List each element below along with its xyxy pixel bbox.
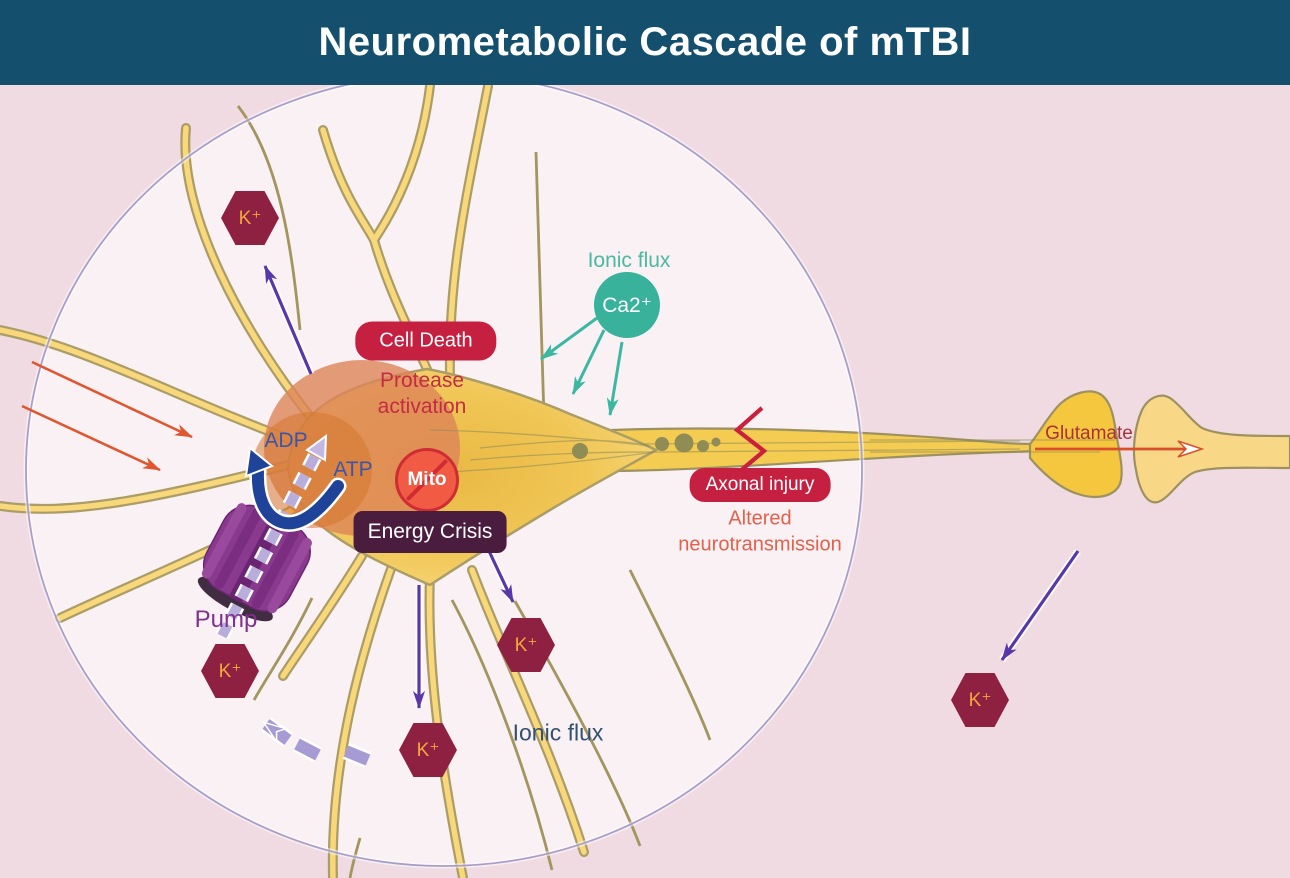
- protease-activation-label-line1: Protease: [379, 369, 465, 392]
- axonal-injury-badge: Axonal injury: [689, 468, 831, 502]
- pump-flow-arrow: [215, 433, 328, 640]
- potassium-ion-label: K⁺: [416, 739, 440, 761]
- potassium-arrows: [261, 264, 1081, 709]
- altered-neurotransmission-line2: neurotransmission: [678, 533, 842, 556]
- potassium-ion-label: K⁺: [514, 634, 538, 656]
- page-title: Neurometabolic Cascade of mTBI: [318, 20, 972, 64]
- ionic-flux-bottom-label: Ionic flux: [512, 719, 604, 746]
- protease-activation-label-line2: activation: [377, 395, 467, 418]
- axon-beads: [572, 433, 721, 459]
- adp-label: ADP: [264, 429, 308, 452]
- mito-label: Mito: [407, 469, 447, 490]
- pump-label: Pump: [194, 606, 258, 633]
- calcium-ion-badge: Ca2⁺: [594, 272, 660, 338]
- potassium-ion-hex: K⁺: [951, 673, 1009, 727]
- atp-label: ATP: [333, 458, 373, 481]
- calcium-arrows: [540, 316, 624, 416]
- chevron-dash-arrow: [261, 717, 372, 768]
- postsynaptic-terminal: [1132, 394, 1290, 504]
- mito-prohibition-badge: Mito: [395, 448, 459, 512]
- glutamate-arrow: [1035, 440, 1205, 458]
- potassium-ion-hex: K⁺: [201, 644, 259, 698]
- altered-neurotransmission-line1: Altered: [728, 507, 792, 530]
- nucleus-shade-inner: [252, 412, 372, 528]
- title-bar: Neurometabolic Cascade of mTBI: [0, 0, 1290, 85]
- potassium-ion-label: K⁺: [218, 660, 242, 682]
- calcium-ion-label: Ca2⁺: [602, 293, 652, 317]
- impact-arrows: [21, 360, 193, 472]
- energy-crisis-badge: Energy Crisis: [353, 511, 507, 553]
- neurofibrils: [429, 429, 1115, 473]
- atp-adp-cycle-arrow: [244, 446, 347, 532]
- presynaptic-terminal: [1028, 390, 1123, 499]
- cell-death-badge: Cell Death: [355, 321, 497, 361]
- potassium-ion-label: K⁺: [968, 689, 992, 711]
- glutamate-label: Glutamate: [1045, 423, 1133, 444]
- ionic-flux-top-label: Ionic flux: [587, 249, 671, 272]
- potassium-ion-label: K⁺: [238, 207, 262, 229]
